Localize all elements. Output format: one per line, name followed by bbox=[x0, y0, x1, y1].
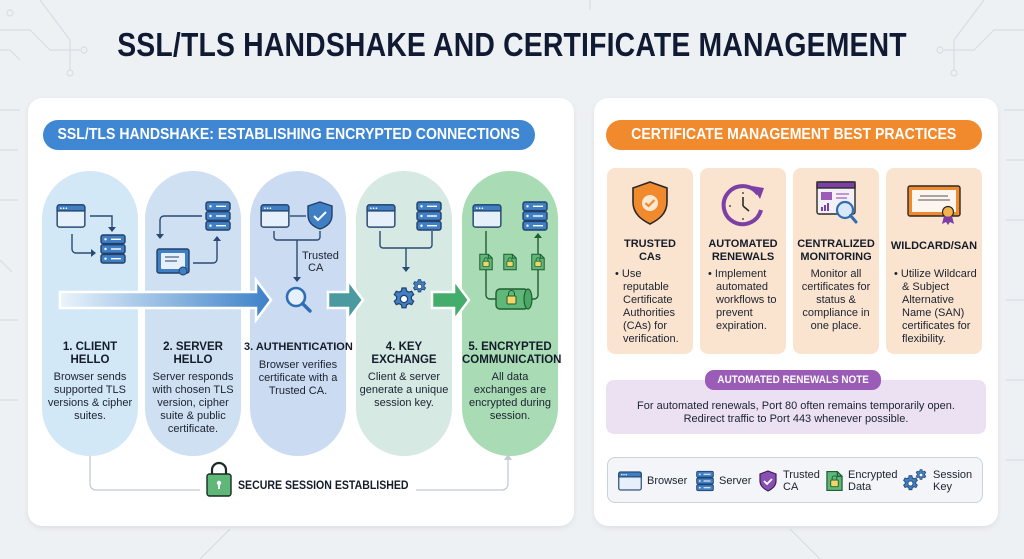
clock-renew-icon bbox=[721, 184, 764, 227]
step-key-exchange: 4. KEY EXCHANGE Client & server generate… bbox=[356, 171, 452, 456]
step-4-description: Client & server generate a unique sessio… bbox=[359, 371, 449, 409]
handshake-header: SSL/TLS HANDSHAKE: ESTABLISHING ENCRYPTE… bbox=[43, 120, 535, 150]
card-trusted-cas: TRUSTED CAs • Use reputable Certificate … bbox=[607, 168, 693, 354]
step-1-description: Browser sends supported TLS versions & c… bbox=[47, 371, 133, 422]
trusted-ca-shield-icon bbox=[759, 470, 777, 492]
shield-check-icon bbox=[632, 181, 668, 225]
legend-item-session-key: Session Key bbox=[902, 458, 972, 504]
legend-label-trusted-ca-line1: Trusted bbox=[783, 469, 820, 481]
browser-icon bbox=[618, 471, 642, 491]
step-4-title-line1: 4. KEY bbox=[385, 341, 423, 353]
step-3-title-line1: 3. AUTHENTICATION bbox=[244, 341, 353, 353]
legend-item-server: Server bbox=[696, 458, 751, 504]
certificate-icon bbox=[907, 185, 961, 225]
best-practices-panel: CERTIFICATE MANAGEMENT BEST PRACTICES TR… bbox=[594, 98, 998, 526]
card-3-title-line2: MONITORING bbox=[800, 251, 872, 263]
card-3-text: Monitor all certificates for status & co… bbox=[801, 268, 871, 332]
legend: Browser Server Trusted CA Encrypted Data bbox=[607, 457, 983, 503]
flow-arrows bbox=[58, 276, 471, 324]
legend-label-session-key: Session Key bbox=[933, 469, 972, 493]
step-5-title-line1: 5. ENCRYPTED bbox=[468, 341, 552, 353]
card-3-title-line1: CENTRALIZED bbox=[797, 238, 875, 250]
legend-label-trusted-ca: Trusted CA bbox=[783, 469, 820, 493]
note-text: For automated renewals, Port 80 often re… bbox=[606, 400, 986, 426]
secure-session-label: SECURE SESSION ESTABLISHED bbox=[238, 478, 409, 492]
card-4-text: • Utilize Wildcard & Subject Alternative… bbox=[894, 268, 977, 345]
legend-label-trusted-ca-line2: CA bbox=[783, 481, 799, 493]
legend-label-browser: Browser bbox=[647, 475, 688, 487]
arrow-right-icon bbox=[326, 276, 365, 324]
best-practices-header-label: CERTIFICATE MANAGEMENT BEST PRACTICES bbox=[631, 126, 957, 143]
card-4-title: WILDCARD/SAN bbox=[886, 240, 982, 253]
card-wildcard-san: WILDCARD/SAN • Utilize Wildcard & Subjec… bbox=[886, 168, 982, 354]
card-automated-renewals: AUTOMATED RENEWALS • Implement automated… bbox=[700, 168, 786, 354]
legend-label-session-line1: Session bbox=[933, 469, 973, 481]
monitoring-dashboard-icon bbox=[816, 181, 858, 224]
step-authentication: Trusted CA 3. AUTHENTICATION Browser ver… bbox=[244, 171, 353, 456]
server-icon bbox=[696, 470, 714, 492]
legend-label-session-line2: Key bbox=[933, 481, 952, 493]
step-encrypted-communication: 5. ENCRYPTED COMMUNICATION All data exch… bbox=[462, 171, 562, 456]
encrypted-file-icon bbox=[826, 470, 843, 492]
best-practices-header: CERTIFICATE MANAGEMENT BEST PRACTICES bbox=[606, 120, 982, 150]
step-2-description: Server responds with chosen TLS version,… bbox=[152, 371, 234, 435]
step-server-hello: 2. SERVER HELLO Server responds with cho… bbox=[145, 171, 241, 456]
card-1-title-line1: TRUSTED bbox=[624, 238, 676, 250]
step-2-title-line2: HELLO bbox=[173, 354, 213, 366]
handshake-header-label: SSL/TLS HANDSHAKE: ESTABLISHING ENCRYPTE… bbox=[57, 126, 521, 143]
step-4-title: 4. KEY EXCHANGE bbox=[356, 341, 452, 367]
card-3-title: CENTRALIZED MONITORING bbox=[793, 238, 879, 264]
step-5-title-line2: COMMUNICATION bbox=[462, 354, 562, 366]
legend-label-encrypted-line2: Data bbox=[848, 481, 872, 493]
authentication-icons: Trusted CA bbox=[260, 201, 339, 313]
card-2-title-line1: AUTOMATED bbox=[708, 238, 778, 250]
step-3-title: 3. AUTHENTICATION bbox=[244, 341, 353, 354]
step-1-title-line2: HELLO bbox=[70, 354, 110, 366]
legend-item-browser: Browser bbox=[618, 458, 687, 504]
page-title: SSL/TLS HANDSHAKE AND CERTIFICATE MANAGE… bbox=[117, 26, 907, 63]
card-4-title-line1: WILDCARD/SAN bbox=[890, 240, 978, 252]
step-2-title: 2. SERVER HELLO bbox=[145, 341, 241, 367]
encrypted-communication-icons bbox=[472, 201, 548, 310]
step-client-hello: 1. CLIENT HELLO Browser sends supported … bbox=[42, 171, 138, 456]
legend-label-encrypted-data: Encrypted Data bbox=[848, 469, 898, 493]
client-hello-icons bbox=[56, 204, 126, 264]
note-line-1: For automated renewals, Port 80 often re… bbox=[637, 400, 955, 412]
card-2-text: • Implement automated workflows to preve… bbox=[708, 268, 777, 332]
gears-icon bbox=[903, 469, 927, 491]
step-1-title: 1. CLIENT HELLO bbox=[42, 341, 138, 367]
card-1-title: TRUSTED CAs bbox=[607, 238, 693, 264]
step-4-title-line2: EXCHANGE bbox=[371, 354, 437, 366]
note-line-2: Redirect traffic to Port 443 whenever po… bbox=[683, 413, 909, 425]
key-exchange-icons bbox=[366, 201, 442, 309]
card-1-text: • Use reputable Certificate Authorities … bbox=[615, 268, 679, 345]
server-hello-icons bbox=[156, 201, 231, 276]
legend-label-encrypted-line1: Encrypted bbox=[848, 469, 898, 481]
handshake-panel: SSL/TLS HANDSHAKE: ESTABLISHING ENCRYPTE… bbox=[28, 98, 574, 526]
trusted-ca-label-line2: CA bbox=[308, 262, 324, 274]
step-1-title-line1: 1. CLIENT bbox=[62, 341, 118, 353]
step-3-description: Browser verifies certificate with a Trus… bbox=[258, 359, 338, 397]
card-centralized-monitoring: CENTRALIZED MONITORING Monitor all certi… bbox=[793, 168, 879, 354]
card-2-title-line2: RENEWALS bbox=[711, 251, 775, 263]
main-flow-arrow-icon bbox=[58, 276, 273, 324]
note-label: AUTOMATED RENEWALS NOTE bbox=[705, 370, 881, 390]
legend-item-encrypted-data: Encrypted Data bbox=[826, 458, 898, 504]
trusted-ca-label: Trusted bbox=[302, 250, 339, 262]
note-label-text: AUTOMATED RENEWALS NOTE bbox=[717, 374, 869, 386]
legend-label-server: Server bbox=[719, 475, 752, 487]
arrow-right-icon bbox=[430, 276, 471, 324]
step-2-title-line1: 2. SERVER bbox=[163, 341, 223, 353]
magnifier-icon bbox=[285, 286, 307, 308]
legend-item-trusted-ca: Trusted CA bbox=[758, 458, 820, 504]
step-5-description: All data exchanges are encrypted during … bbox=[469, 371, 551, 422]
step-5-title: 5. ENCRYPTED COMMUNICATION bbox=[462, 341, 562, 367]
card-2-title: AUTOMATED RENEWALS bbox=[700, 238, 786, 264]
trusted-ca-shield-icon bbox=[307, 201, 333, 230]
card-1-title-line2: CAs bbox=[638, 251, 661, 263]
